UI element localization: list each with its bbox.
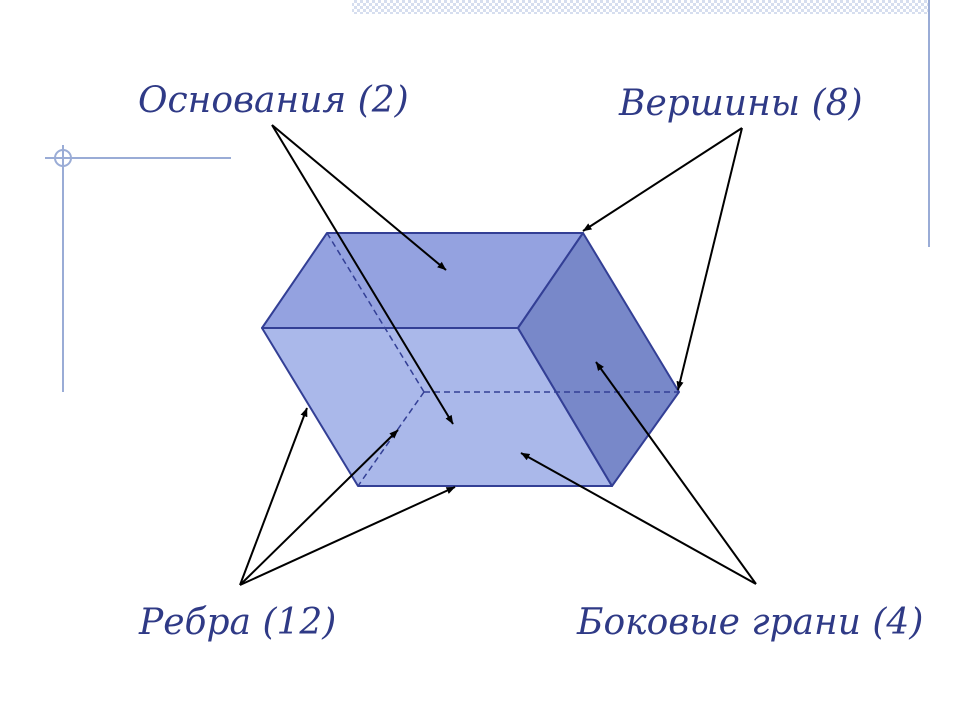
label-edges: Ребра (12): [138, 602, 336, 643]
hidden-edge-vertical: [326, 232, 425, 393]
arrow-edges-middle: [239, 429, 399, 586]
decor-circle: [54, 149, 72, 167]
arrow-bases-bottom: [271, 124, 454, 425]
arrow-edges-bottom: [239, 486, 456, 586]
arrow-vertices-top: [582, 127, 743, 232]
label-bases: Основания (2): [138, 80, 409, 121]
label-lateral-faces: Боковые грани (4): [576, 602, 923, 643]
arrow-bases-top: [271, 124, 447, 271]
hidden-edge-bottom-left: [357, 391, 425, 487]
arrow-edges-left: [239, 407, 308, 586]
arrow-vertices-right: [676, 127, 743, 391]
arrow-lateral-front: [520, 452, 757, 585]
decor-texture-band: [352, 0, 928, 14]
label-vertices: Вершины (8): [618, 83, 863, 124]
arrow-lateral-right: [595, 361, 757, 585]
